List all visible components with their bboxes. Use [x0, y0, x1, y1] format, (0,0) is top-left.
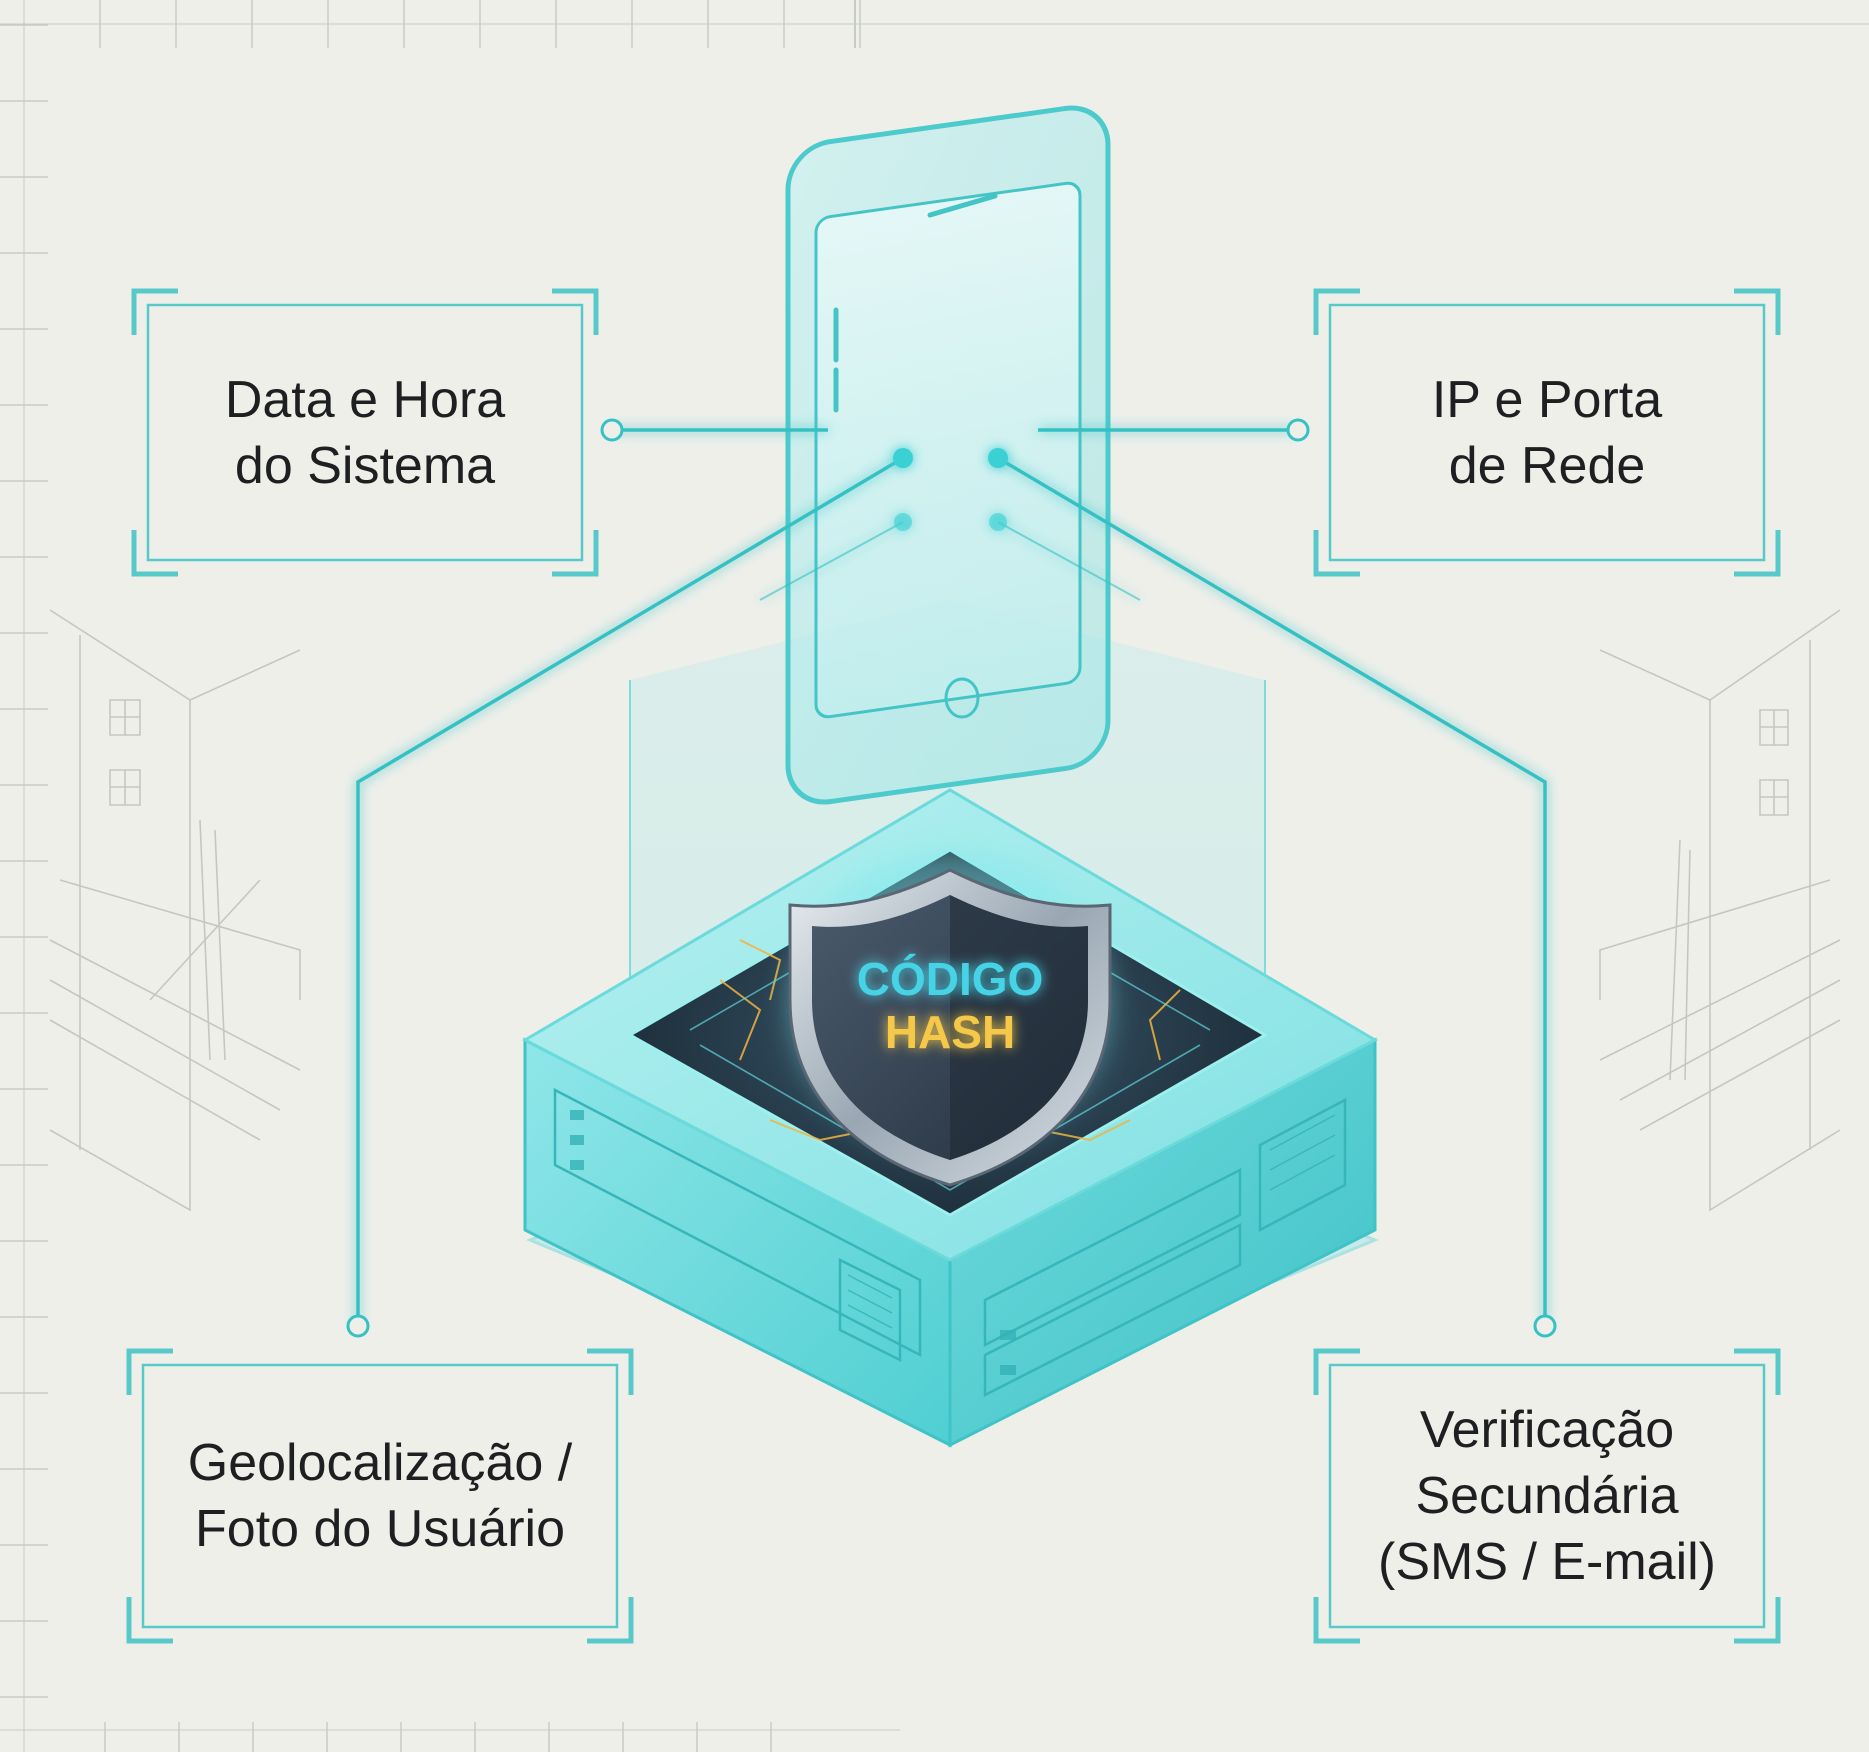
shield-icon: [788, 868, 1112, 1187]
frame-corner-brackets: [1313, 288, 1781, 577]
label-line: (SMS / E-mail): [1378, 1533, 1716, 1591]
frame-corner-brackets: [126, 1348, 634, 1644]
phone-port-dot: [894, 513, 912, 531]
label-line: Foto do Usuário: [195, 1500, 565, 1558]
node-dot: [1533, 1314, 1557, 1338]
label-date-time: Data e Hora do Sistema: [148, 305, 582, 560]
shield-text-top: CÓDIGO: [857, 953, 1044, 1005]
node-dot: [1286, 418, 1310, 442]
connector-lines: [356, 428, 1547, 1326]
connector-bottom-left: [356, 456, 904, 1326]
label-frame: [1328, 303, 1766, 562]
label-line: do Sistema: [234, 436, 496, 495]
phone-port-dot: [989, 513, 1007, 531]
label-line: IP e Porta: [1431, 370, 1663, 429]
label-frame: [146, 303, 584, 562]
label-frame: [141, 1363, 619, 1629]
building-sketch-left: [49, 609, 301, 1212]
label-line: de Rede: [1448, 436, 1646, 495]
label-geolocation: Geolocalização / Foto do Usuário: [143, 1365, 617, 1627]
label-ip-port: IP e Porta de Rede: [1330, 305, 1764, 560]
label-frame: [1328, 1363, 1766, 1629]
frame-corner-brackets: [131, 288, 599, 577]
label-line: Data e Hora: [224, 370, 506, 429]
node-dot: [346, 1314, 370, 1338]
label-secondary-verification: Verificação Secundária (SMS / E-mail): [1330, 1365, 1764, 1627]
smartphone-icon: [785, 105, 1111, 805]
shield-text-bottom: HASH: [885, 1006, 1015, 1058]
phone-port-dot: [988, 448, 1008, 468]
building-sketch-right: [1599, 609, 1841, 1212]
label-line: Verificação: [1419, 1401, 1675, 1459]
phone-port-dot: [893, 448, 913, 468]
connector-bottom-right: [997, 456, 1547, 1326]
node-dot: [600, 418, 624, 442]
frame-corner-brackets: [1313, 1348, 1781, 1644]
label-line: Secundária: [1415, 1467, 1679, 1525]
label-line: Geolocalização /: [187, 1434, 573, 1492]
